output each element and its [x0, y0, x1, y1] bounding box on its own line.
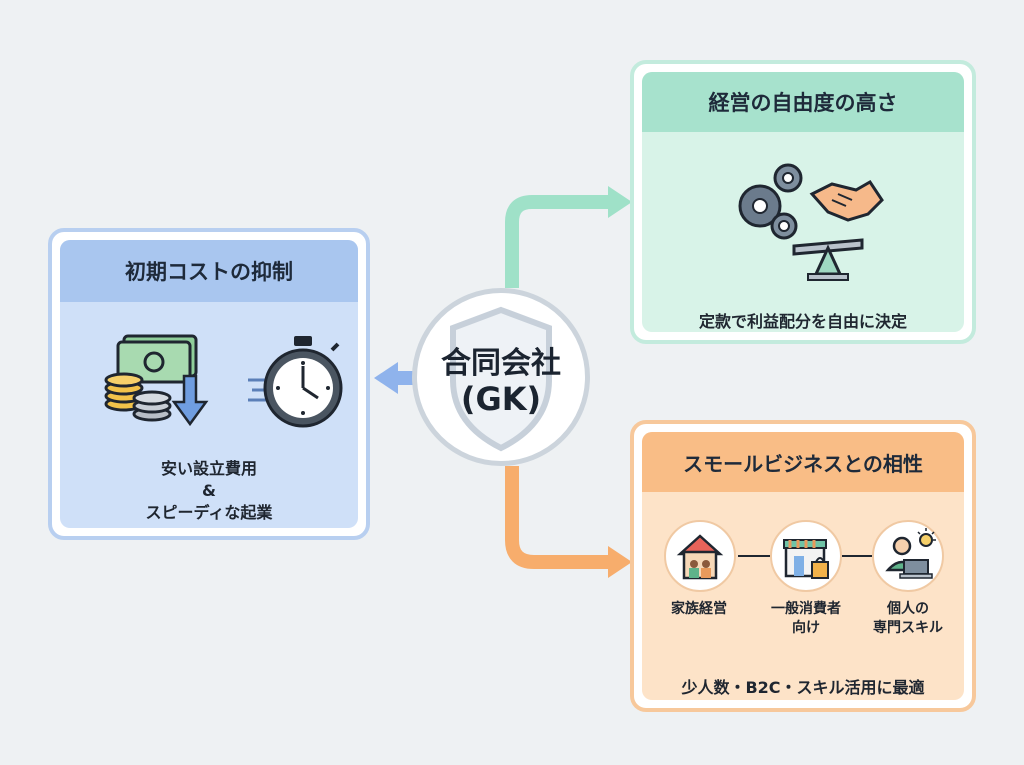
item-label-line: 専門スキル	[873, 620, 943, 636]
arrow-to-initial-cost	[394, 371, 414, 385]
card-management-heading: 経営の自由度の高さ	[642, 72, 964, 132]
item-label-family: 家族経営	[644, 600, 754, 619]
item-label-line: 家族経営	[671, 601, 727, 617]
item-label-consumer: 一般消費者 向け	[751, 600, 861, 638]
card-small-business-caption: 少人数・B2C・スキル活用に最適	[681, 678, 925, 697]
storefront-bag-icon	[770, 520, 842, 592]
stopwatch-icon	[248, 336, 343, 428]
card-small-business-heading: スモールビジネスとの相性	[642, 432, 964, 492]
caption-line: 安い設立費用	[160, 459, 257, 478]
person-laptop-lightbulb-icon	[872, 520, 944, 592]
item-label-line: 一般消費者	[771, 601, 841, 617]
card-management-caption: 定款で利益配分を自由に決定	[698, 312, 907, 331]
item-label-skill: 個人の 専門スキル	[853, 600, 963, 638]
item-label-line: 向け	[792, 620, 820, 636]
card-initial-cost-heading: 初期コストの抑制	[60, 240, 358, 302]
arrow-head-initial-cost	[374, 362, 398, 394]
items-connector	[738, 555, 872, 557]
money-coins-down-icon	[104, 334, 209, 427]
center-subtitle: (GK)	[460, 380, 542, 418]
arrow-head-management	[608, 186, 632, 218]
item-label-line: 個人の	[887, 601, 929, 617]
center-title: 合同会社	[441, 346, 561, 381]
caption-line: &	[202, 481, 216, 500]
arrow-to-small-business	[505, 466, 612, 569]
caption-line: スピーディな起業	[145, 503, 273, 522]
family-house-icon	[664, 520, 736, 592]
shield-icon	[450, 306, 552, 452]
card-initial-cost-caption: 安い設立費用 & スピーディな起業	[60, 458, 358, 524]
gears-handshake-scale-icon	[738, 163, 884, 281]
arrow-to-management	[505, 195, 612, 288]
card-initial-cost: 初期コストの抑制	[48, 228, 370, 540]
card-management: 経営の自由度の高さ 定款で利益配分を自由に決定	[630, 60, 976, 344]
card-small-business: スモールビジネスとの相性	[630, 420, 976, 712]
arrow-head-small-business	[608, 546, 632, 578]
